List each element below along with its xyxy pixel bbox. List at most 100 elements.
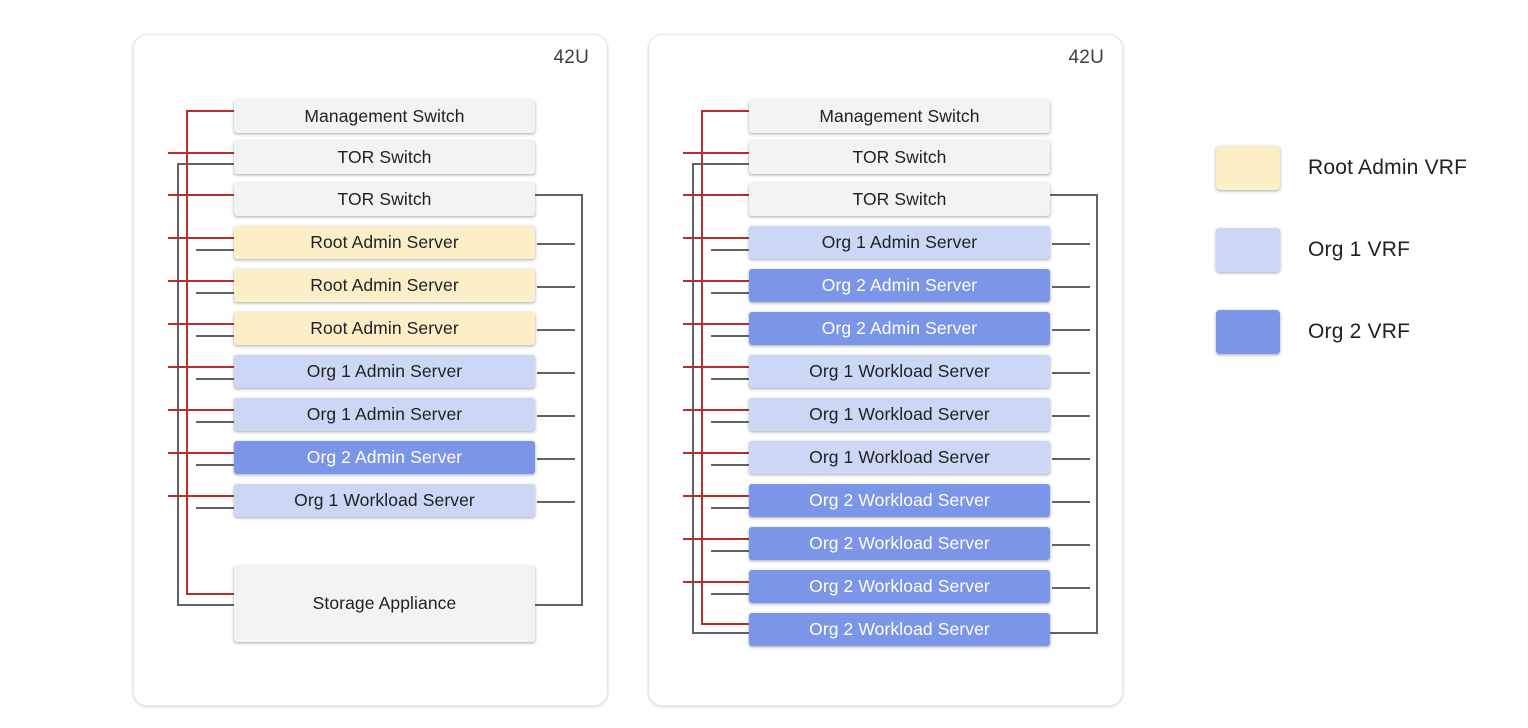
power-wire-device-7 <box>168 409 236 411</box>
device-row[interactable]: Root Admin Server <box>234 269 535 302</box>
device-row[interactable]: Storage Appliance <box>234 566 535 642</box>
device-row[interactable]: Root Admin Server <box>234 312 535 345</box>
device-label: Org 2 Workload Server <box>809 618 990 639</box>
data-wire-device-1 <box>692 163 751 165</box>
device-row[interactable]: Org 1 Admin Server <box>749 226 1050 259</box>
power-wire-device-8 <box>683 452 751 454</box>
device-label: TOR Switch <box>852 188 947 209</box>
power-wire-device-9 <box>683 495 751 497</box>
uplink-wire-device-3 <box>537 243 575 245</box>
device-label: Org 1 Workload Server <box>809 446 990 467</box>
uplink-wire-device-2 <box>1048 194 1098 196</box>
device-row[interactable]: Org 2 Workload Server <box>749 613 1050 646</box>
power-wire-device-8 <box>168 452 236 454</box>
uplink-wire-device-4 <box>1052 286 1090 288</box>
data-wire-device-4 <box>196 292 236 294</box>
data-wire-device-5 <box>711 335 751 337</box>
legend-label: Org 1 VRF <box>1308 238 1411 261</box>
legend-swatch-org-1-vrf <box>1216 228 1280 272</box>
device-row[interactable]: Org 1 Workload Server <box>234 484 535 517</box>
device-row[interactable]: Org 1 Workload Server <box>749 355 1050 388</box>
data-wire-device-11 <box>711 593 751 595</box>
power-wire-device-0 <box>186 110 236 112</box>
device-label: Root Admin Server <box>310 231 459 252</box>
device-row[interactable]: TOR Switch <box>749 141 1050 174</box>
device-label: Storage Appliance <box>312 593 457 614</box>
device-row[interactable]: Org 2 Admin Server <box>749 312 1050 345</box>
data-wire-device-8 <box>196 464 236 466</box>
legend-swatch-root-admin-vrf <box>1216 146 1280 190</box>
data-wire-device-9 <box>196 507 236 509</box>
device-label: Org 1 Workload Server <box>809 403 990 424</box>
power-wire-device-4 <box>683 280 751 282</box>
legend-item-org-2-vrf: Org 2 VRF <box>1216 310 1410 354</box>
power-wire-device-1 <box>683 152 751 154</box>
data-wire-device-10 <box>177 604 236 606</box>
device-label: Org 2 Workload Server <box>809 489 990 510</box>
uplink-bus-left-rack <box>581 194 583 606</box>
device-row[interactable]: Org 1 Workload Server <box>749 441 1050 474</box>
uplink-wire-device-8 <box>537 458 575 460</box>
device-label: Root Admin Server <box>310 317 459 338</box>
device-row[interactable]: Root Admin Server <box>234 226 535 259</box>
vrf-legend: Root Admin VRF Org 1 VRF Org 2 VRF <box>1216 146 1516 356</box>
uplink-wire-device-5 <box>1052 329 1090 331</box>
data-wire-device-10 <box>711 550 751 552</box>
device-row[interactable]: Org 1 Admin Server <box>234 398 535 431</box>
uplink-wire-device-8 <box>1052 458 1090 460</box>
device-row[interactable]: TOR Switch <box>234 183 535 216</box>
uplink-wire-device-7 <box>1052 415 1090 417</box>
device-row[interactable]: Org 1 Admin Server <box>234 355 535 388</box>
power-wire-device-11 <box>683 581 751 583</box>
uplink-wire-device-11 <box>1052 587 1090 589</box>
device-row[interactable]: Management Switch <box>749 100 1050 133</box>
device-row[interactable]: Org 2 Workload Server <box>749 570 1050 603</box>
legend-item-root-admin-vrf: Root Admin VRF <box>1216 146 1467 190</box>
power-wire-device-3 <box>168 237 236 239</box>
data-wire-device-1 <box>177 163 236 165</box>
data-wire-device-3 <box>711 249 751 251</box>
power-wire-device-7 <box>683 409 751 411</box>
uplink-wire-device-7 <box>537 415 575 417</box>
power-wire-device-12 <box>701 623 751 625</box>
data-wire-device-4 <box>711 292 751 294</box>
legend-label: Root Admin VRF <box>1308 156 1468 179</box>
device-label: Org 2 Admin Server <box>821 317 978 338</box>
device-label: Org 2 Workload Server <box>809 532 990 553</box>
device-label: TOR Switch <box>852 146 947 167</box>
device-label: Org 2 Admin Server <box>821 274 978 295</box>
data-wire-device-8 <box>711 464 751 466</box>
power-wire-device-10 <box>186 593 236 595</box>
device-label: Management Switch <box>819 105 980 126</box>
device-row[interactable]: TOR Switch <box>234 141 535 174</box>
uplink-wire-device-6 <box>537 372 575 374</box>
device-row[interactable]: Org 2 Admin Server <box>749 269 1050 302</box>
data-wire-device-7 <box>711 421 751 423</box>
uplink-bus-right-rack <box>1096 194 1098 634</box>
device-row[interactable]: Org 2 Workload Server <box>749 484 1050 517</box>
data-wire-device-7 <box>196 421 236 423</box>
power-wire-device-9 <box>168 495 236 497</box>
device-row[interactable]: TOR Switch <box>749 183 1050 216</box>
power-bus-left-rack <box>186 110 188 595</box>
device-row[interactable]: Org 2 Admin Server <box>234 441 535 474</box>
device-label: TOR Switch <box>337 188 432 209</box>
device-label: TOR Switch <box>337 146 432 167</box>
power-wire-device-6 <box>168 366 236 368</box>
data-wire-device-6 <box>196 378 236 380</box>
uplink-wire-device-10 <box>533 604 583 606</box>
device-label: Org 1 Admin Server <box>821 231 978 252</box>
device-row[interactable]: Management Switch <box>234 100 535 133</box>
data-wire-device-12 <box>692 632 751 634</box>
device-label: Org 1 Admin Server <box>306 360 463 381</box>
power-wire-device-2 <box>168 194 236 196</box>
device-label: Org 2 Admin Server <box>306 446 463 467</box>
data-wire-device-6 <box>711 378 751 380</box>
device-label: Org 2 Workload Server <box>809 575 990 596</box>
device-row[interactable]: Org 2 Workload Server <box>749 527 1050 560</box>
data-wire-device-9 <box>711 507 751 509</box>
device-row[interactable]: Org 1 Workload Server <box>749 398 1050 431</box>
data-wire-device-5 <box>196 335 236 337</box>
power-wire-device-6 <box>683 366 751 368</box>
device-label: Root Admin Server <box>310 274 459 295</box>
